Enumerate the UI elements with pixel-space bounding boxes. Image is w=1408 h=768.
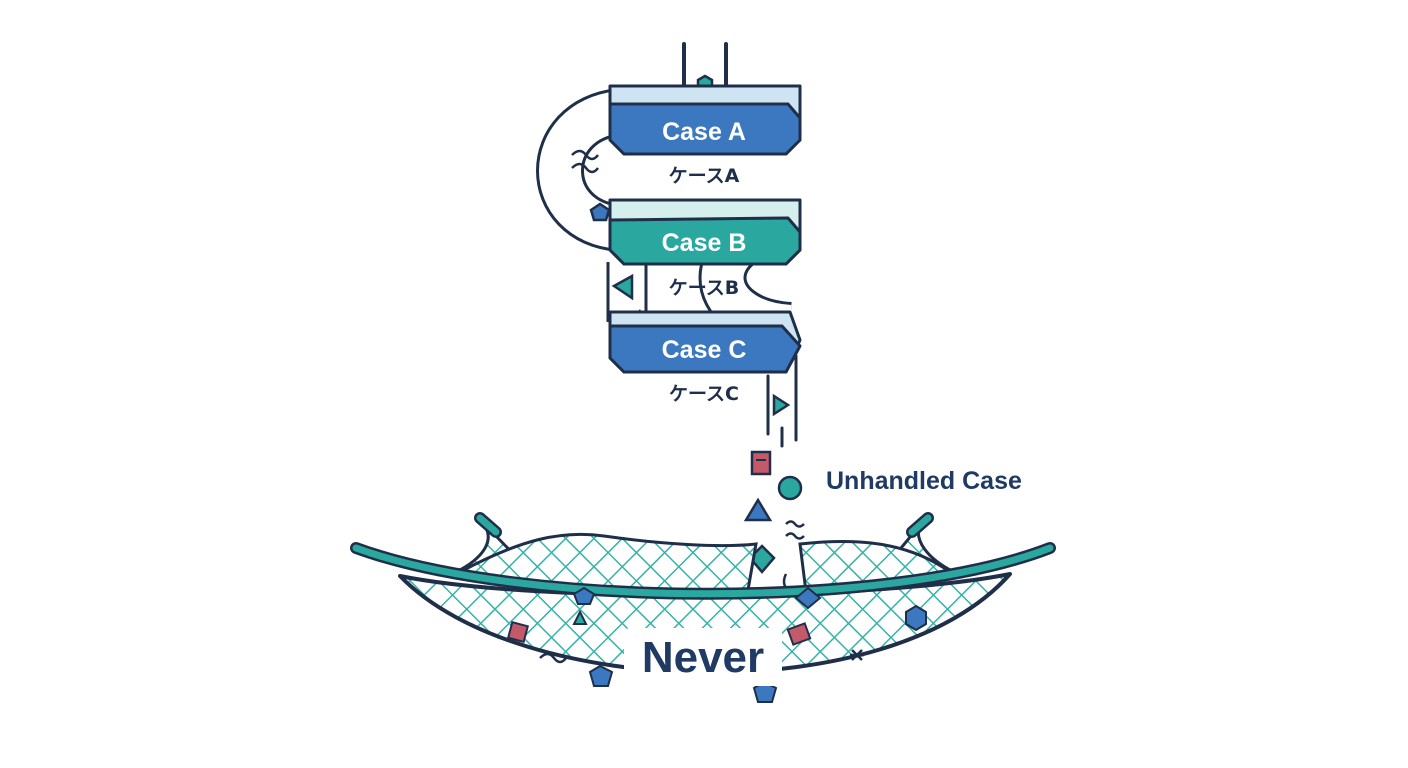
pentagon-icon [752,680,778,703]
case-c-block: Case C ケースC [608,310,802,405]
never-label: Never [642,633,764,682]
unhandled-case-label: Unhandled Case [826,467,1022,495]
squiggle-icon [539,652,567,664]
triangle-icon [572,609,588,625]
case-c-sublabel: ケースC [669,383,739,405]
case-a-label: Case A [662,118,746,146]
pentagon-icon [588,664,614,687]
safety-net: Never [350,512,1056,703]
case-b-sublabel: ケースB [669,277,740,299]
square-icon [750,450,772,476]
pentagon-icon [572,586,596,605]
hexagon-icon [905,604,927,632]
diamond-icon [794,586,822,610]
never-label-plate [624,628,782,686]
case-b-label: Case B [662,229,747,257]
asterisk-icon [850,649,864,661]
squiggle-icon [785,520,805,540]
squiggle-icon [571,149,599,174]
circle-icon [777,475,803,501]
square-icon [786,622,812,646]
triangle-icon [743,497,773,522]
case-b-block: Case B ケースB [608,198,802,299]
triangle-icon [772,393,791,417]
tube-a-to-b [536,88,624,252]
pentagon-icon [589,202,611,222]
case-a-block: Case A ケースA [608,84,802,187]
exit-chute [766,354,798,448]
case-a-sublabel: ケースA [669,165,740,187]
triangle-icon [611,273,634,301]
case-c-label: Case C [662,336,747,364]
falling-items [743,450,805,592]
square-icon [506,620,530,644]
